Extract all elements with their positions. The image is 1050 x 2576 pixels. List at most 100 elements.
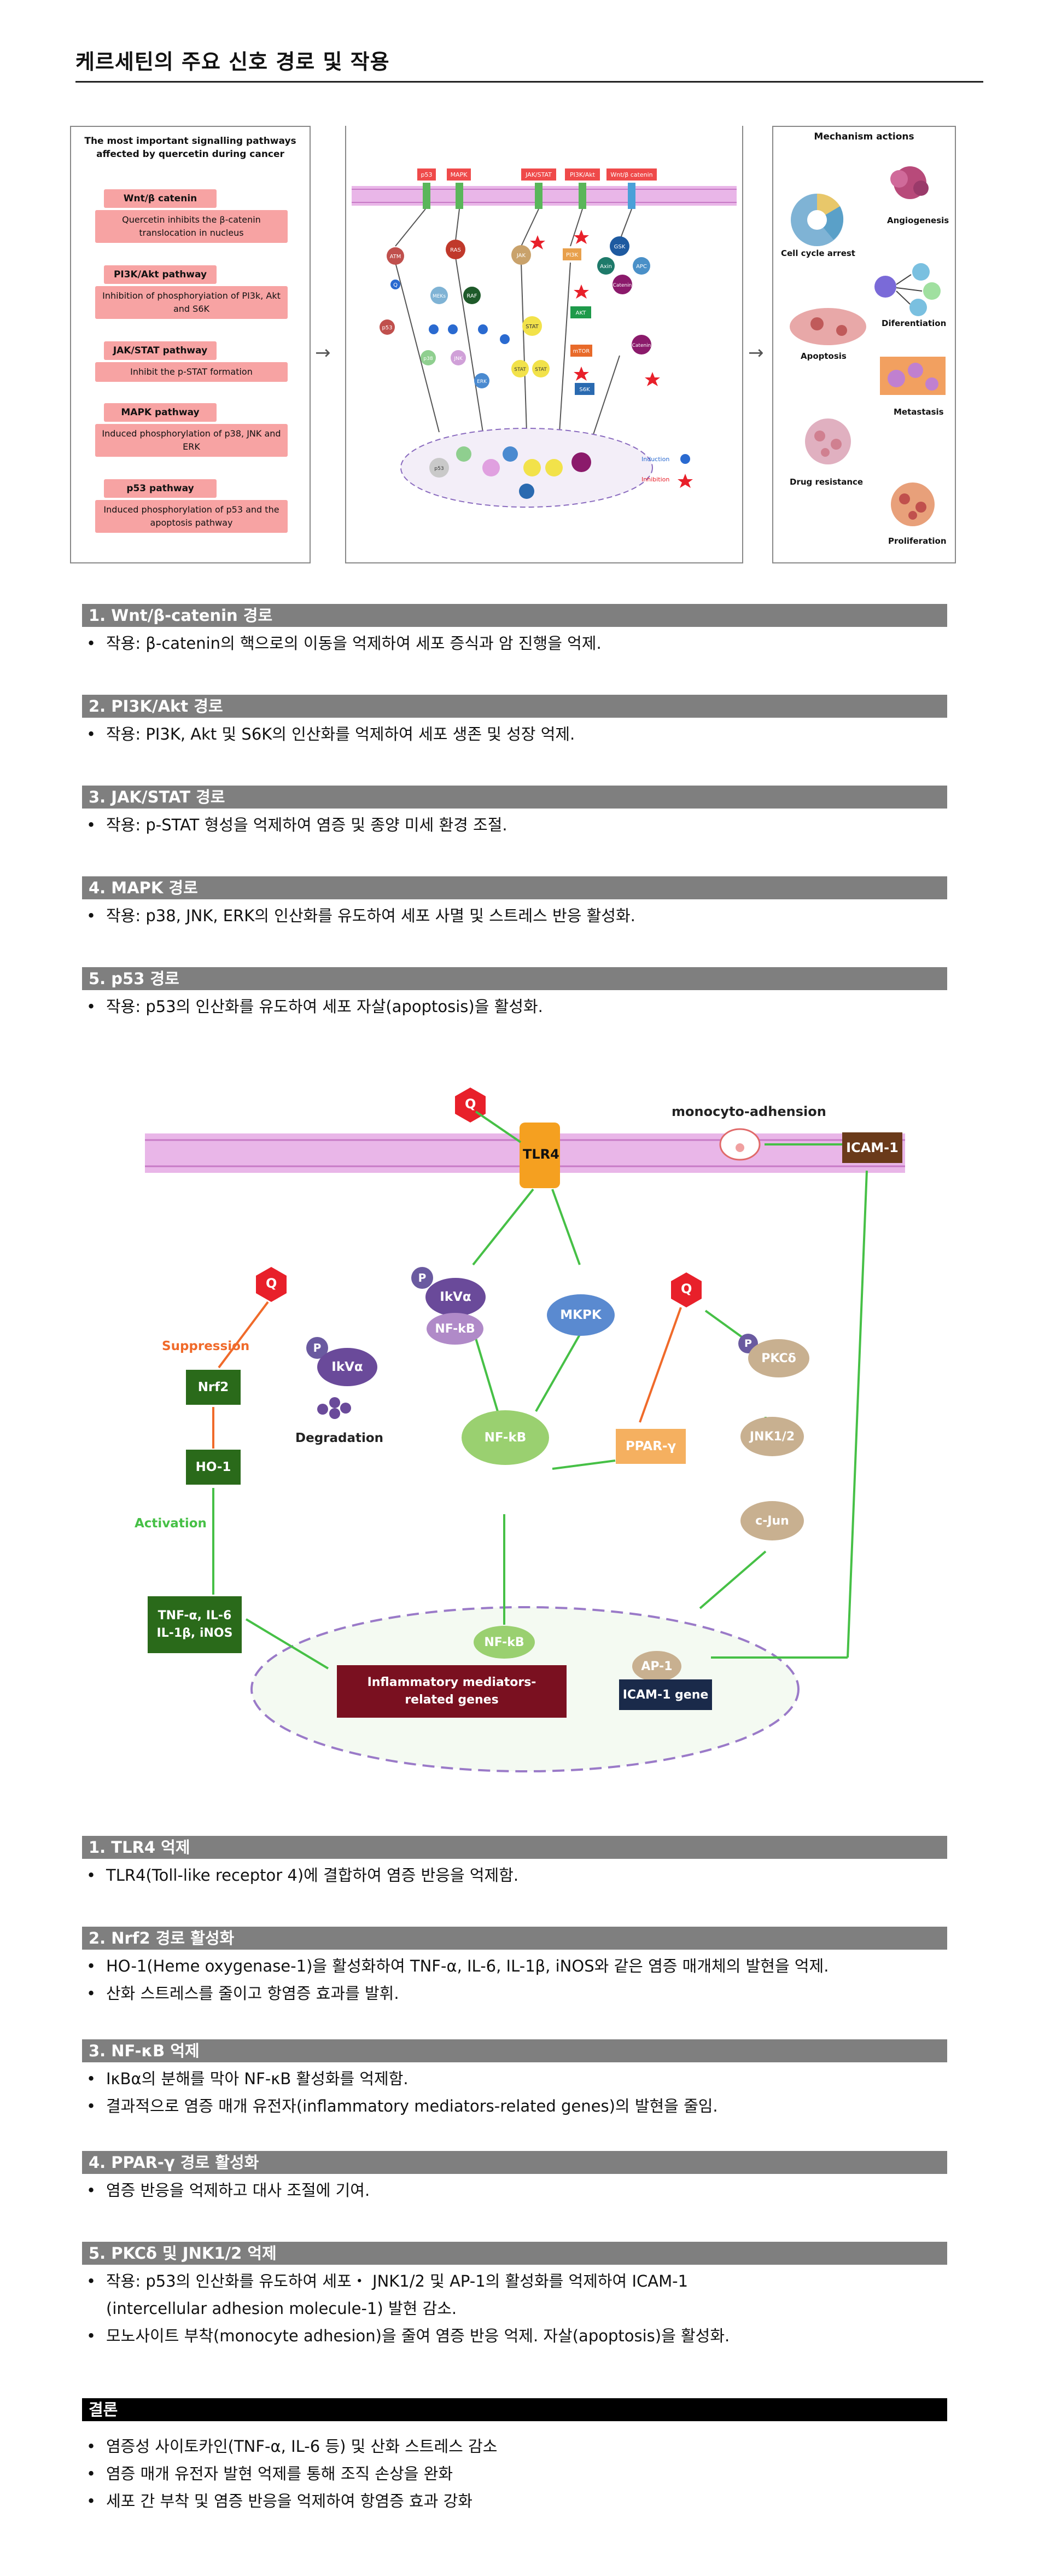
bullet-item: •IκBα의 분해를 막아 NF-κB 활성화를 억제함. bbox=[86, 2069, 409, 2088]
icam1-node: ICAM-1 bbox=[842, 1132, 902, 1163]
mechanism-label: Drug resistance bbox=[790, 477, 864, 487]
svg-text:APC: APC bbox=[636, 264, 647, 270]
pkcd-node: PKCδ bbox=[748, 1339, 809, 1377]
section-header: 4. PPAR-γ 경로 활성화 bbox=[82, 2151, 947, 2174]
section-header: 5. PKCδ 및 JNK1/2 억제 bbox=[82, 2242, 947, 2265]
pathway-name: p53 pathway bbox=[104, 479, 217, 498]
bullet-item: •작용: PI3K, Akt 및 S6K의 인산화를 억제하여 세포 생존 및 … bbox=[86, 725, 575, 743]
phosphate-marker: P bbox=[306, 1337, 328, 1359]
svg-text:JAK: JAK bbox=[516, 253, 526, 259]
receptor-label: Wnt/β catenin bbox=[610, 171, 652, 178]
bullet-item: •염증성 사이토카인(TNF-α, IL-6 등) 및 산화 스트레스 감소 bbox=[86, 2437, 498, 2456]
svg-text:Catenin: Catenin bbox=[632, 343, 651, 348]
ikva-degraded-node: IkVα bbox=[317, 1348, 377, 1386]
cjun-node: c-Jun bbox=[740, 1501, 804, 1540]
pathways-box: The most important signalling pathways a… bbox=[70, 126, 311, 563]
svg-text:STAT: STAT bbox=[514, 367, 526, 373]
bullet-item: •결과적으로 염증 매개 유전자(inflammatory mediators-… bbox=[86, 2097, 718, 2115]
nfkb-nuclear-node: NF-kB bbox=[474, 1626, 535, 1659]
svg-text:STAT: STAT bbox=[526, 324, 539, 330]
bullet-item: •작용: β-catenin의 핵으로의 이동을 억제하여 세포 증식과 암 진… bbox=[86, 634, 602, 653]
receptor-label: JAK/STAT bbox=[525, 171, 552, 178]
page-title: 케르세틴의 주요 신호 경로 및 작용 bbox=[75, 50, 390, 74]
mechanisms-box: Mechanism actions bbox=[772, 126, 956, 563]
svg-text:AKT: AKT bbox=[576, 310, 587, 316]
pathway-description: Induced phosphorylation of p53 and the a… bbox=[95, 500, 288, 533]
svg-text:p53: p53 bbox=[382, 325, 392, 331]
pathway-name: Wnt/β catenin pathway bbox=[104, 189, 217, 223]
section-header: 3. JAK/STAT 경로 bbox=[82, 786, 947, 809]
bullet-item: •작용: p53의 인산화를 유도하여 세포 자살(apoptosis)을 활성… bbox=[86, 997, 543, 1016]
pathway-description: Induced phosphorylation of p38, JNK and … bbox=[95, 424, 288, 457]
arrow-right-icon: → bbox=[315, 342, 331, 364]
phosphate-marker: P bbox=[411, 1267, 433, 1289]
section-header: 1. TLR4 억제 bbox=[82, 1836, 947, 1859]
bullet-item: •HO-1(Heme oxygenase-1)을 활성화하여 TNF-α, IL… bbox=[86, 1957, 829, 1975]
bullet-item: •산화 스트레스를 줄이고 항염증 효과를 발휘. bbox=[86, 1984, 399, 2003]
activation-label: Activation bbox=[135, 1516, 207, 1531]
nrf2-node: Nrf2 bbox=[186, 1370, 241, 1405]
ikva-node: IkVα bbox=[425, 1278, 486, 1316]
svg-text:p38: p38 bbox=[423, 356, 433, 362]
mechanism-label: Metastasis bbox=[894, 407, 944, 417]
bullet-item: •작용: p38, JNK, ERK의 인산화를 유도하여 세포 사멸 및 스트… bbox=[86, 906, 635, 925]
legend-induction: Induction bbox=[641, 456, 669, 463]
phosphate-marker: P bbox=[738, 1334, 758, 1353]
nfkb-complex-node: NF-kB bbox=[427, 1313, 483, 1345]
mechanism-label: Diferentiation bbox=[882, 318, 947, 328]
svg-text:ERK: ERK bbox=[477, 379, 487, 385]
svg-text:p53: p53 bbox=[434, 466, 444, 472]
monocyto-label: monocyto-adhension bbox=[672, 1104, 826, 1119]
bullet-item: •염증 매개 유전자 발현 억제를 통해 조직 손상을 완화 bbox=[86, 2464, 453, 2483]
quercetin-marker: Q bbox=[465, 1096, 476, 1112]
bullet-item: (intercellular adhesion molecule-1) 발현 감… bbox=[106, 2299, 457, 2318]
mechanism-label: Proliferation bbox=[888, 536, 947, 546]
receptor-label: PI3K/Akt bbox=[570, 171, 596, 178]
conclusion-header: 결론 bbox=[82, 2398, 947, 2421]
bullet-item: •모노사이트 부착(monocyte adhesion)을 줄여 염증 반응 억… bbox=[86, 2327, 730, 2345]
bullet-item: •작용: p-STAT 형성을 억제하여 염증 및 종양 미세 환경 조절. bbox=[86, 816, 508, 834]
ppar-node: PPAR-γ bbox=[616, 1429, 686, 1464]
nfkb-node: NF-kB bbox=[462, 1410, 549, 1465]
pathway-name: PI3K/Akt pathway bbox=[104, 265, 217, 284]
quercetin-marker: Q bbox=[681, 1281, 692, 1296]
pathway-schematic: p53 MAPK JAK/STAT PI3K/Akt Wnt/β catenin bbox=[345, 126, 743, 563]
icam-gene-node: ICAM-1 gene bbox=[619, 1679, 712, 1710]
title-divider bbox=[75, 81, 983, 83]
mechanism-label: Angiogenesis bbox=[887, 216, 949, 225]
svg-text:RAS: RAS bbox=[450, 247, 461, 253]
mechanisms-title: Mechanism actions bbox=[814, 131, 914, 142]
cytokines-node: TNF-α, IL-6 IL-1β, iNOS bbox=[148, 1596, 242, 1653]
ho1-node: HO-1 bbox=[186, 1450, 241, 1485]
receptor-label: MAPK bbox=[451, 171, 468, 178]
tlr4-receptor: TLR4 bbox=[523, 1147, 559, 1162]
legend-inhibition: Inhibition bbox=[641, 476, 669, 483]
svg-text:Axin: Axin bbox=[600, 264, 612, 270]
quercetin-marker: Q bbox=[266, 1276, 277, 1291]
section-header: 1. Wnt/β-catenin 경로 bbox=[82, 604, 947, 627]
receptor-label: p53 bbox=[421, 171, 433, 178]
bullet-item: •작용: p53의 인산화를 유도하여 세포・ JNK1/2 및 AP-1의 활… bbox=[86, 2272, 689, 2290]
bullet-item: •세포 간 부착 및 염증 반응을 억제하여 항염증 효과 강화 bbox=[86, 2492, 472, 2510]
pathways-box-title: The most important signalling pathways a… bbox=[84, 136, 296, 160]
inflammation-pathway-figure: Q Q Q TLR4 monocyto-adhension ICAM-1 Sup… bbox=[0, 1072, 1050, 1794]
jnk-node: JNK1/2 bbox=[740, 1417, 804, 1456]
cancer-pathways-figure: The most important signalling pathways a… bbox=[70, 126, 956, 563]
pathway-name: MAPK pathway bbox=[104, 403, 217, 422]
suppression-label: Suppression bbox=[162, 1339, 250, 1353]
inflammatory-genes-node: Inflammatory mediators-related genes bbox=[337, 1665, 567, 1718]
bullet-item: •TLR4(Toll-like receptor 4)에 결합하여 염증 반응을… bbox=[86, 1866, 519, 1885]
mechanism-label: Cell cycle arrest bbox=[781, 248, 855, 258]
arrow-right-icon: → bbox=[748, 342, 764, 364]
svg-text:Catenin: Catenin bbox=[613, 283, 632, 288]
section-header: 3. NF-κB 억제 bbox=[82, 2039, 947, 2062]
pathway-description: Inhibit the p-STAT formation bbox=[95, 362, 288, 382]
svg-text:mTOR: mTOR bbox=[573, 348, 590, 354]
mkpk-node: MKPK bbox=[547, 1294, 615, 1336]
section-header: 2. PI3K/Akt 경로 bbox=[82, 695, 947, 718]
pathway-name: JAK/STAT pathway bbox=[104, 341, 217, 360]
svg-text:S6K: S6K bbox=[579, 387, 590, 393]
svg-text:RAF: RAF bbox=[466, 293, 477, 299]
svg-text:GSK: GSK bbox=[614, 244, 626, 250]
svg-text:Q: Q bbox=[393, 282, 398, 288]
